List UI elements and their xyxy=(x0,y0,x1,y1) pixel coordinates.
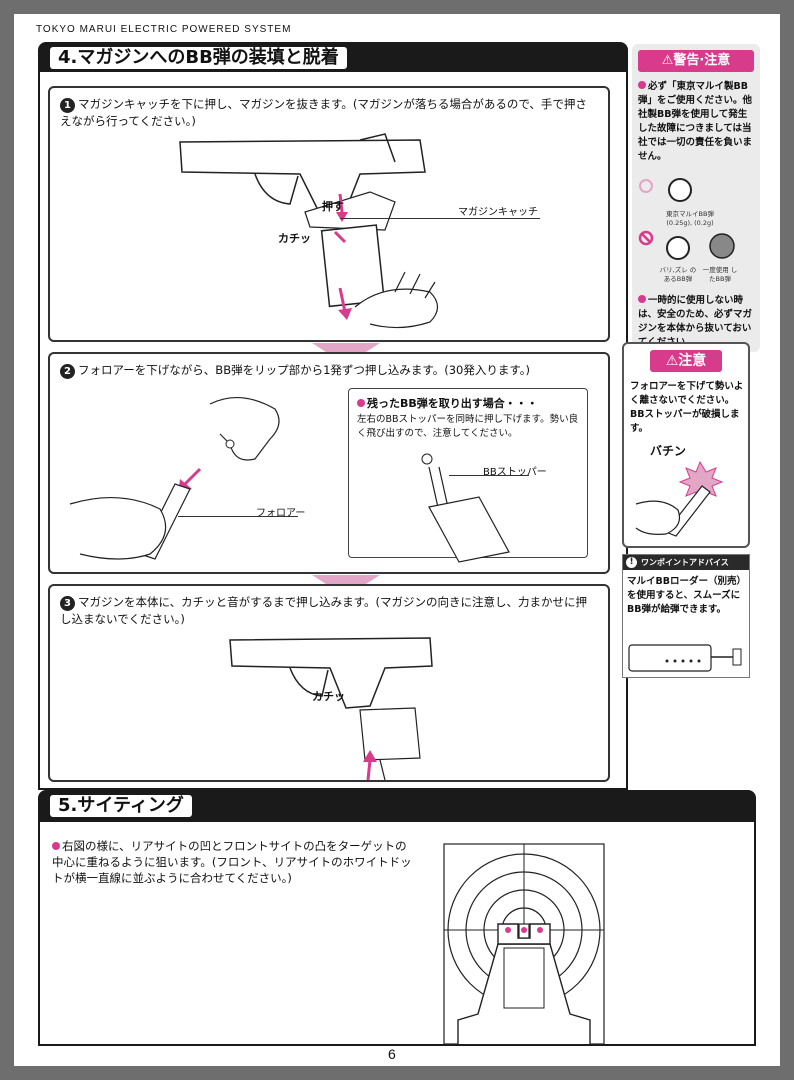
pistol-magazine-removal-illustration xyxy=(179,133,439,329)
section5-header: 5.サイティング xyxy=(38,790,756,822)
bb-removal-subpanel: 残ったBB弾を取り出す場合・・・ 左右のBBストッパーを同時に押し下げます。勢い… xyxy=(348,388,588,563)
step1-number: 1 xyxy=(60,98,75,113)
follower-leader-line xyxy=(178,516,298,517)
tip-header-text: ワンポイントアドバイス xyxy=(641,558,729,567)
bullet-dot xyxy=(638,295,646,303)
bb-loader-illustration xyxy=(628,644,742,672)
warning-text-1-body: 必ず「東京マルイ製BB弾」をご使用ください。他社製BB弾を使用して発生した故障に… xyxy=(638,81,753,162)
ng-bb-caption-2: 一度使用 したBB弾 xyxy=(702,266,738,283)
label-follower: フォロアー xyxy=(256,508,306,519)
label-push: 押す xyxy=(322,200,344,213)
step3-instruction: マガジンを本体に、カチッと音がするまで押し込みます。(マガジンの向きに注意し、力… xyxy=(60,595,587,626)
caution-sfx: バチン xyxy=(650,444,687,458)
tip-panel: ! ワンポイントアドバイス マルイBBローダー（別売）を使用すると、スムーズにBB… xyxy=(622,554,750,678)
bb-removal-text: 左右のBBストッパーを同時に押し下げます。勢い良く飛び出すので、注意してください… xyxy=(357,414,579,439)
warning-text-1: 必ず「東京マルイ製BB弾」をご使用ください。他社製BB弾を使用して発生した故障に… xyxy=(638,80,756,164)
section5-title: 5.サイティング xyxy=(50,795,192,817)
label-bb-stopper: BBストッパー xyxy=(483,467,547,478)
section5-body: 右図の様に、リアサイトの凹とフロントサイトの凸をターゲットの中心に重ねるように狙… xyxy=(38,822,756,1046)
sight-alignment-diagram xyxy=(443,843,605,1045)
bb-removal-title: 残ったBB弾を取り出す場合・・・ xyxy=(357,395,538,411)
bb-comparison-icons xyxy=(638,178,735,260)
exclamation-icon: ! xyxy=(626,557,637,568)
brand-header: TOKYO MARUI ELECTRIC POWERED SYSTEM xyxy=(36,24,292,35)
pistol-magazine-insert-illustration xyxy=(229,637,433,781)
bb-stopper-illustration xyxy=(421,453,510,563)
bullet-dot xyxy=(357,399,365,407)
ng-bb-caption-1: バリ,ズレ のあるBB弾 xyxy=(659,266,697,283)
caution-text: フォロアーを下げて勢いよく離さないでください。BBストッパーが破損します。 xyxy=(630,381,744,434)
caution-panel: ⚠注意 フォロアーを下げて勢いよく離さないでください。BBストッパーが破損します… xyxy=(622,342,750,548)
step2-instruction: フォロアーを下げながら、BB弾をリップ部から1発ずつ押し込みます。(30発入りま… xyxy=(78,363,530,377)
tip-text: マルイBBローダー（別売）を使用すると、スムーズにBB弾が給弾できます。 xyxy=(627,576,742,615)
label-magazine-catch: マガジンキャッチ xyxy=(458,207,538,218)
step2-number: 2 xyxy=(60,364,75,379)
step3-number: 3 xyxy=(60,596,75,611)
section4-header: 4.マガジンへのBB弾の装填と脱着 xyxy=(38,42,628,72)
bullet-dot xyxy=(52,842,60,850)
manual-page: TOKYO MARUI ELECTRIC POWERED SYSTEM 4.マガ… xyxy=(14,14,780,1066)
bullet-dot xyxy=(638,81,646,89)
warning-text-2-body: 一時的に使用しない時は、安全のため、必ずマガジンを本体から抜いておいてください。 xyxy=(638,295,753,348)
follower-snap-illustration xyxy=(635,460,724,537)
sighting-text-body: 右図の様に、リアサイトの凹とフロントサイトの凸をターゲットの中心に重ねるように狙… xyxy=(52,839,412,885)
ok-bb-caption: 東京マルイBB弾 (0.25g), (0.2g) xyxy=(666,210,714,227)
stopper-leader-line xyxy=(449,475,529,476)
label-click-1: カチッ xyxy=(278,232,311,245)
tip-header: ! ワンポイントアドバイス xyxy=(623,555,749,570)
sighting-text: 右図の様に、リアサイトの凹とフロントサイトの凸をターゲットの中心に重ねるように狙… xyxy=(52,838,412,886)
warning-badge: ⚠警告·注意 xyxy=(638,50,754,72)
step1-instruction: マガジンキャッチを下に押し、マガジンを抜きます。(マガジンが落ちる場合があるので… xyxy=(60,97,587,128)
bb-loading-illustration xyxy=(69,396,280,560)
page-number: 6 xyxy=(388,1046,396,1062)
label-click-2: カチッ xyxy=(312,690,345,703)
caution-badge: ⚠注意 xyxy=(650,350,722,372)
section4-title: 4.マガジンへのBB弾の装填と脱着 xyxy=(50,47,347,69)
catch-leader-line xyxy=(340,218,540,219)
warning-panel: ⚠警告·注意 必ず「東京マルイ製BB弾」をご使用ください。他社製BB弾を使用して… xyxy=(632,44,760,352)
bb-removal-title-text: 残ったBB弾を取り出す場合・・・ xyxy=(367,397,538,410)
